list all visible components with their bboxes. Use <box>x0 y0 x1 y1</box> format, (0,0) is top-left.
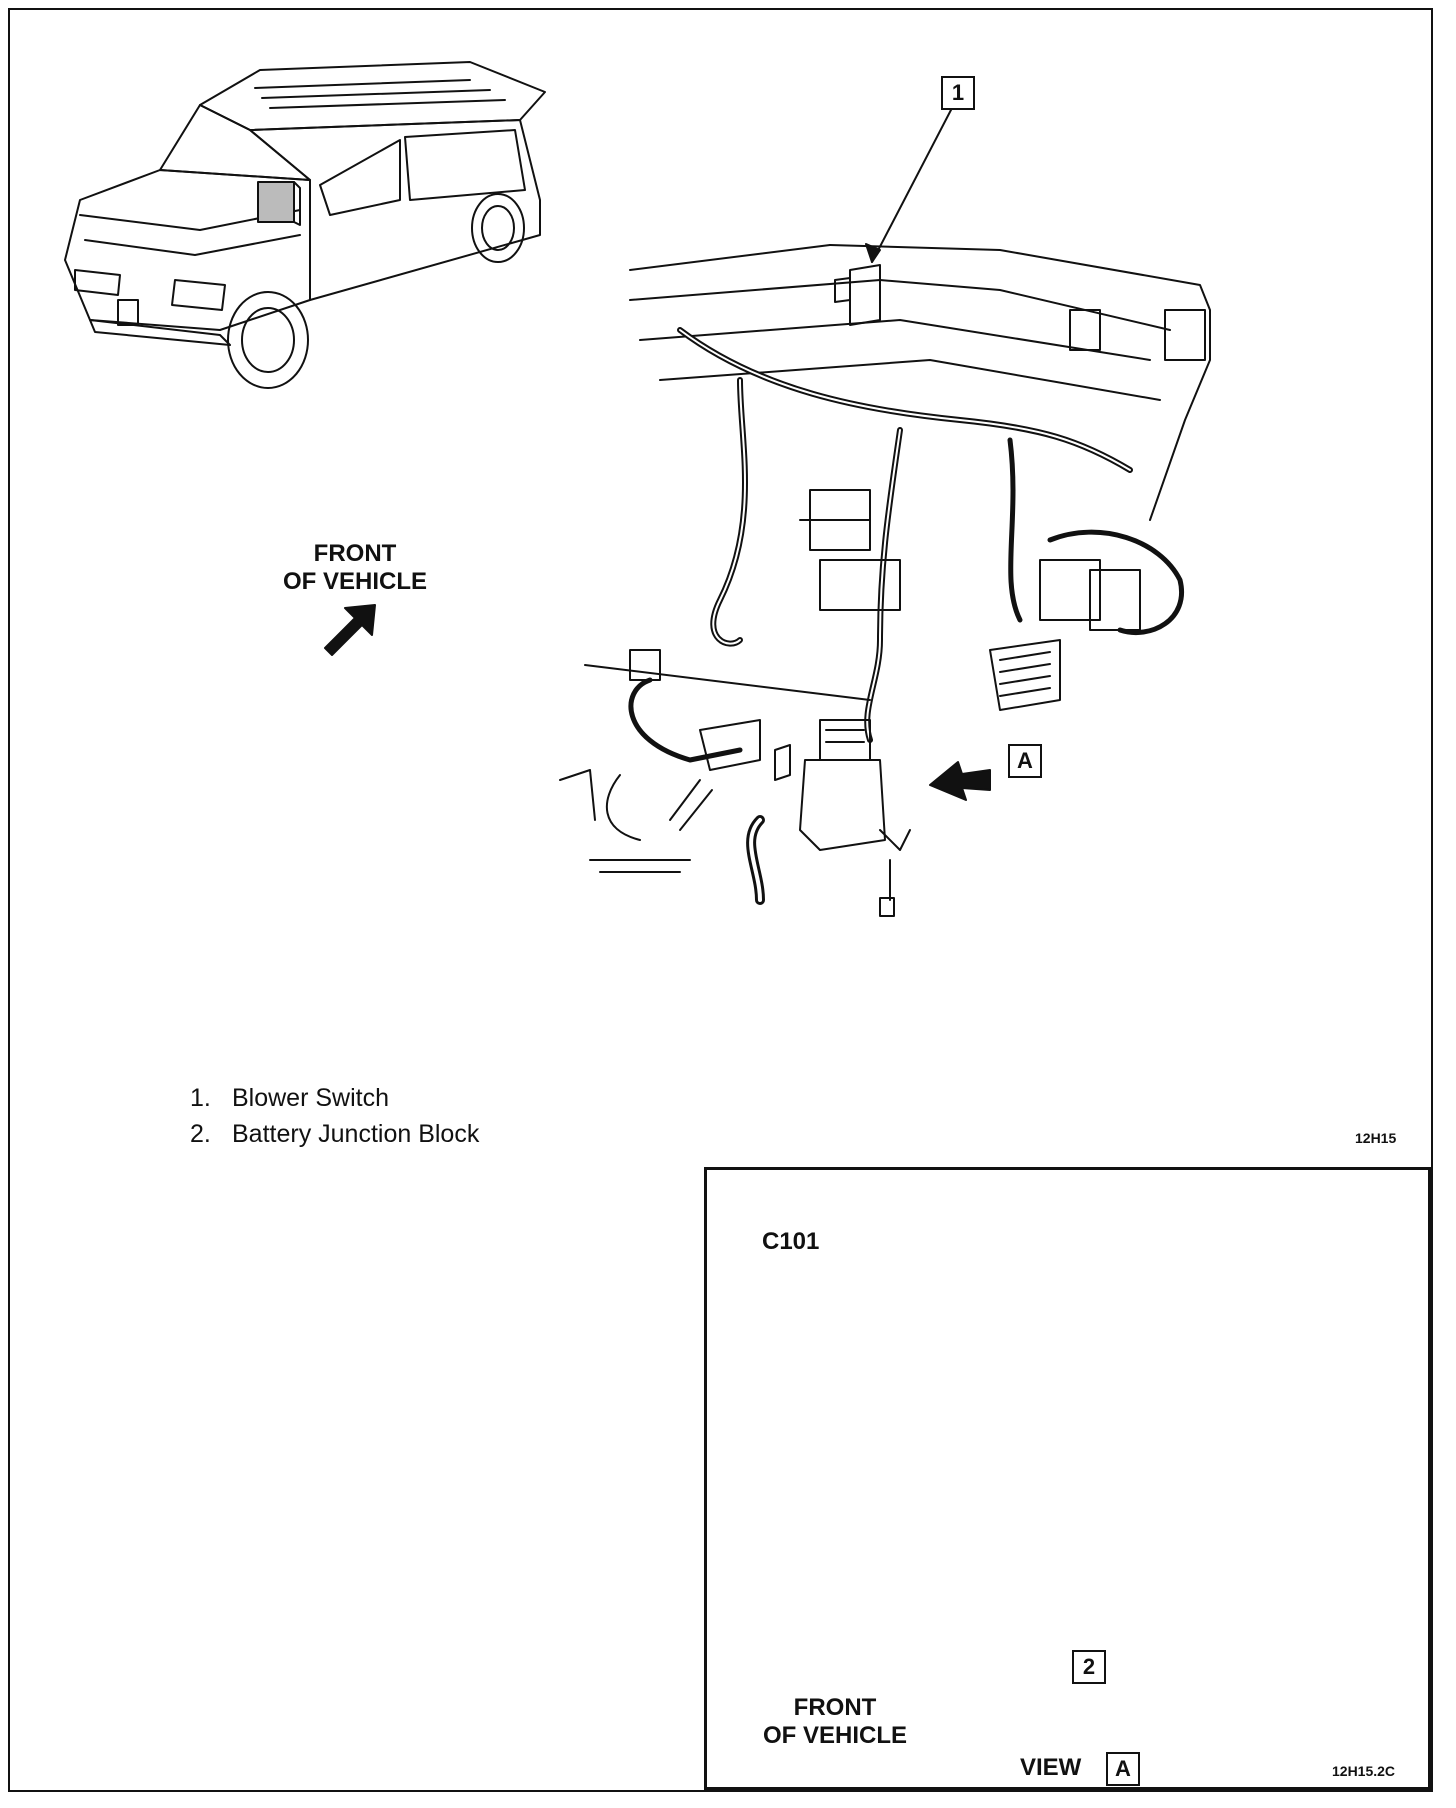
leader-arrow-icon <box>871 107 953 263</box>
front-label-line2: OF VEHICLE <box>282 568 427 595</box>
view-a-arrow-icon <box>929 761 991 801</box>
view-callout-a: A <box>1106 1752 1140 1786</box>
figure-code: 12H15 <box>1355 1130 1397 1146</box>
front-of-vehicle-label: FRONT OF VEHICLE <box>260 540 450 596</box>
legend-item: 2. Battery Junction Block <box>190 1116 479 1152</box>
c101-label: C101 <box>762 1228 820 1255</box>
legend: 1. Blower Switch 2. Battery Junction Block <box>190 1080 479 1152</box>
callout-view-a: A <box>1008 744 1042 778</box>
legend-item-text: Blower Switch <box>232 1084 389 1112</box>
van-icon <box>64 61 546 389</box>
legend-item: 1. Blower Switch <box>190 1080 479 1116</box>
front-label-line1: FRONT <box>313 540 397 567</box>
inset-front-label-line2: OF VEHICLE <box>762 1722 907 1749</box>
legend-item-text: Battery Junction Block <box>232 1120 480 1148</box>
inset-front-of-vehicle-label: FRONT OF VEHICLE <box>740 1694 930 1750</box>
callout-1: 1 <box>941 76 975 110</box>
dash-harness-drawing <box>559 244 1211 917</box>
view-label: VIEW <box>1020 1754 1082 1781</box>
legend-item-number: 2. <box>190 1120 211 1148</box>
inset-figure-code: 12H15.2C <box>1332 1763 1396 1779</box>
front-arrow-icon <box>324 604 376 656</box>
inset-front-label-line1: FRONT <box>793 1694 877 1721</box>
legend-item-number: 1. <box>190 1084 211 1112</box>
callout-2: 2 <box>1072 1650 1106 1684</box>
view-a-inset <box>704 1167 1431 1790</box>
